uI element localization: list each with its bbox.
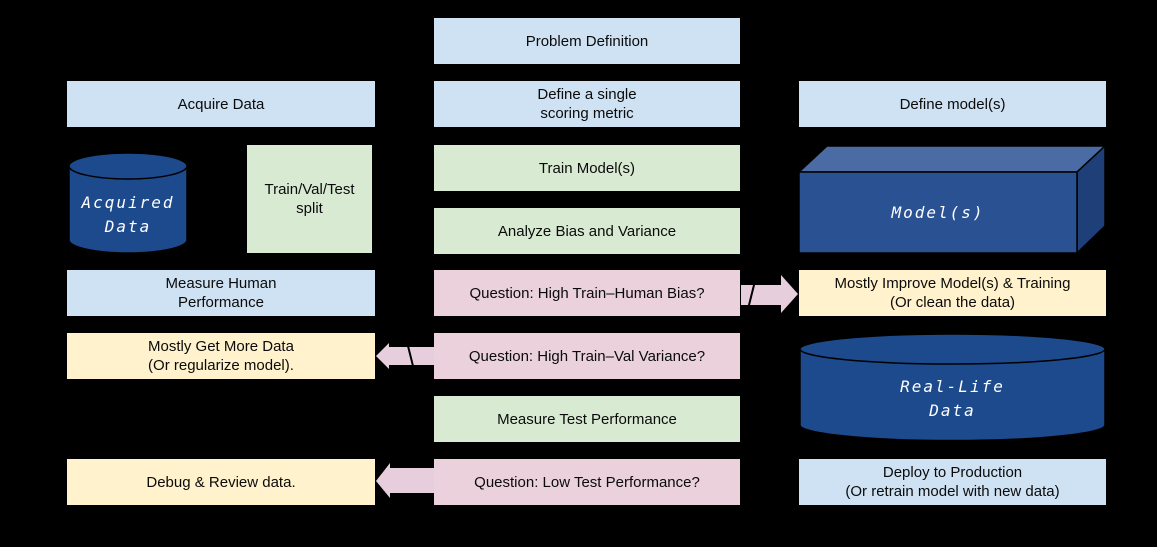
- node-train-val-test-split: Train/Val/Test split: [247, 145, 372, 253]
- cylinder-body: [799, 349, 1106, 442]
- acquired-data-cylinder: Acquired Data: [68, 152, 188, 254]
- arrow-body: [376, 343, 434, 369]
- node-train-models: Train Model(s): [434, 145, 740, 191]
- cylinder-shape: [68, 152, 188, 254]
- cylinder-shape: [799, 333, 1106, 442]
- slash-mark: [747, 280, 756, 310]
- real-life-data-cylinder: Real-Life Data: [799, 333, 1106, 442]
- arrow-variance-to-more-data: [375, 341, 434, 371]
- node-deploy-to-production: Deploy to Production (Or retrain model w…: [799, 459, 1106, 505]
- node-define-models: Define model(s): [799, 81, 1106, 127]
- arrow-lowtest-to-debug: [375, 461, 434, 499]
- node-problem-definition: Problem Definition: [434, 18, 740, 64]
- left-arrow-icon: [376, 343, 434, 369]
- arrow-bias-to-improve: [741, 273, 799, 315]
- cylinder-body: [68, 166, 188, 254]
- cylinder-label: Real-Life Data: [900, 376, 1005, 420]
- node-mostly-improve-models: Mostly Improve Model(s) & Training (Or c…: [799, 270, 1106, 316]
- right-arrow-icon: [741, 275, 798, 313]
- node-question-train-val-variance: Question: High Train–Val Variance?: [434, 333, 740, 379]
- node-measure-human-performance: Measure Human Performance: [67, 270, 375, 316]
- prism-shape: [799, 145, 1106, 253]
- node-analyze-bias-variance: Analyze Bias and Variance: [434, 208, 740, 254]
- node-measure-test-performance: Measure Test Performance: [434, 396, 740, 442]
- arrow-body: [741, 275, 798, 313]
- cylinder-label: Acquired Data: [81, 193, 175, 236]
- slash-mark: [407, 345, 414, 367]
- models-prism: Model(s): [799, 145, 1106, 253]
- cylinder-top: [68, 152, 188, 180]
- node-acquire-data: Acquire Data: [67, 81, 375, 127]
- node-mostly-get-more-data: Mostly Get More Data (Or regularize mode…: [67, 333, 375, 379]
- arrow-body: [376, 463, 434, 498]
- cylinder-top: [799, 333, 1106, 365]
- node-question-low-test-performance: Question: Low Test Performance?: [434, 459, 740, 505]
- left-arrow-icon: [376, 463, 434, 498]
- prism-front-face: [799, 171, 1078, 253]
- prism-top-face: [799, 145, 1106, 173]
- prism-label: Model(s): [891, 202, 985, 222]
- node-define-scoring-metric: Define a single scoring metric: [434, 81, 740, 127]
- node-question-train-human-bias: Question: High Train–Human Bias?: [434, 270, 740, 316]
- node-debug-review-data: Debug & Review data.: [67, 459, 375, 505]
